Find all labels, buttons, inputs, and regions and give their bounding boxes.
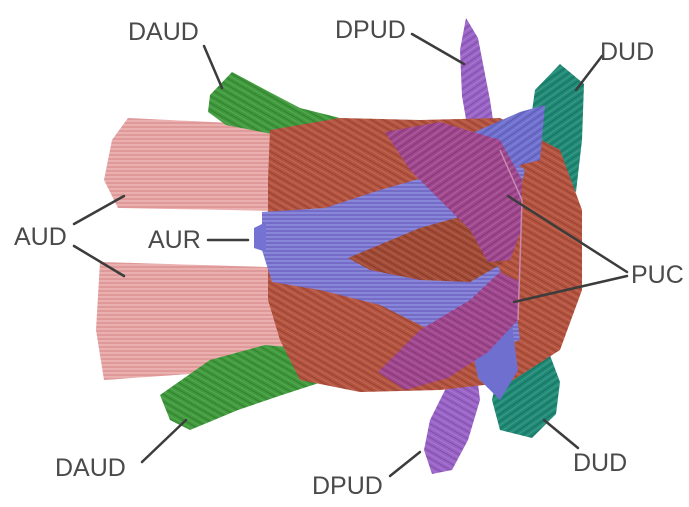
label-dpud-bottom: DPUD	[312, 472, 383, 500]
leader-aud-upper	[74, 196, 124, 224]
label-daud-bottom: DAUD	[55, 454, 126, 482]
label-dud-top: DUD	[600, 38, 654, 66]
leader-dud-top	[576, 56, 602, 90]
label-dpud-top: DPUD	[335, 16, 406, 44]
leader-dpud-bottom	[390, 452, 420, 476]
label-daud-top: DAUD	[128, 18, 199, 46]
label-aud: AUD	[14, 223, 67, 251]
label-puc: PUC	[631, 261, 684, 289]
aur-stub	[254, 222, 266, 252]
leader-daud-bottom	[142, 420, 186, 462]
leader-dpud-top	[412, 34, 464, 64]
label-dud-bottom: DUD	[573, 449, 627, 477]
leader-daud-top	[204, 46, 222, 88]
leader-aud-lower	[74, 246, 124, 276]
label-aur: AUR	[148, 226, 201, 254]
leader-dud-bottom	[544, 420, 578, 448]
